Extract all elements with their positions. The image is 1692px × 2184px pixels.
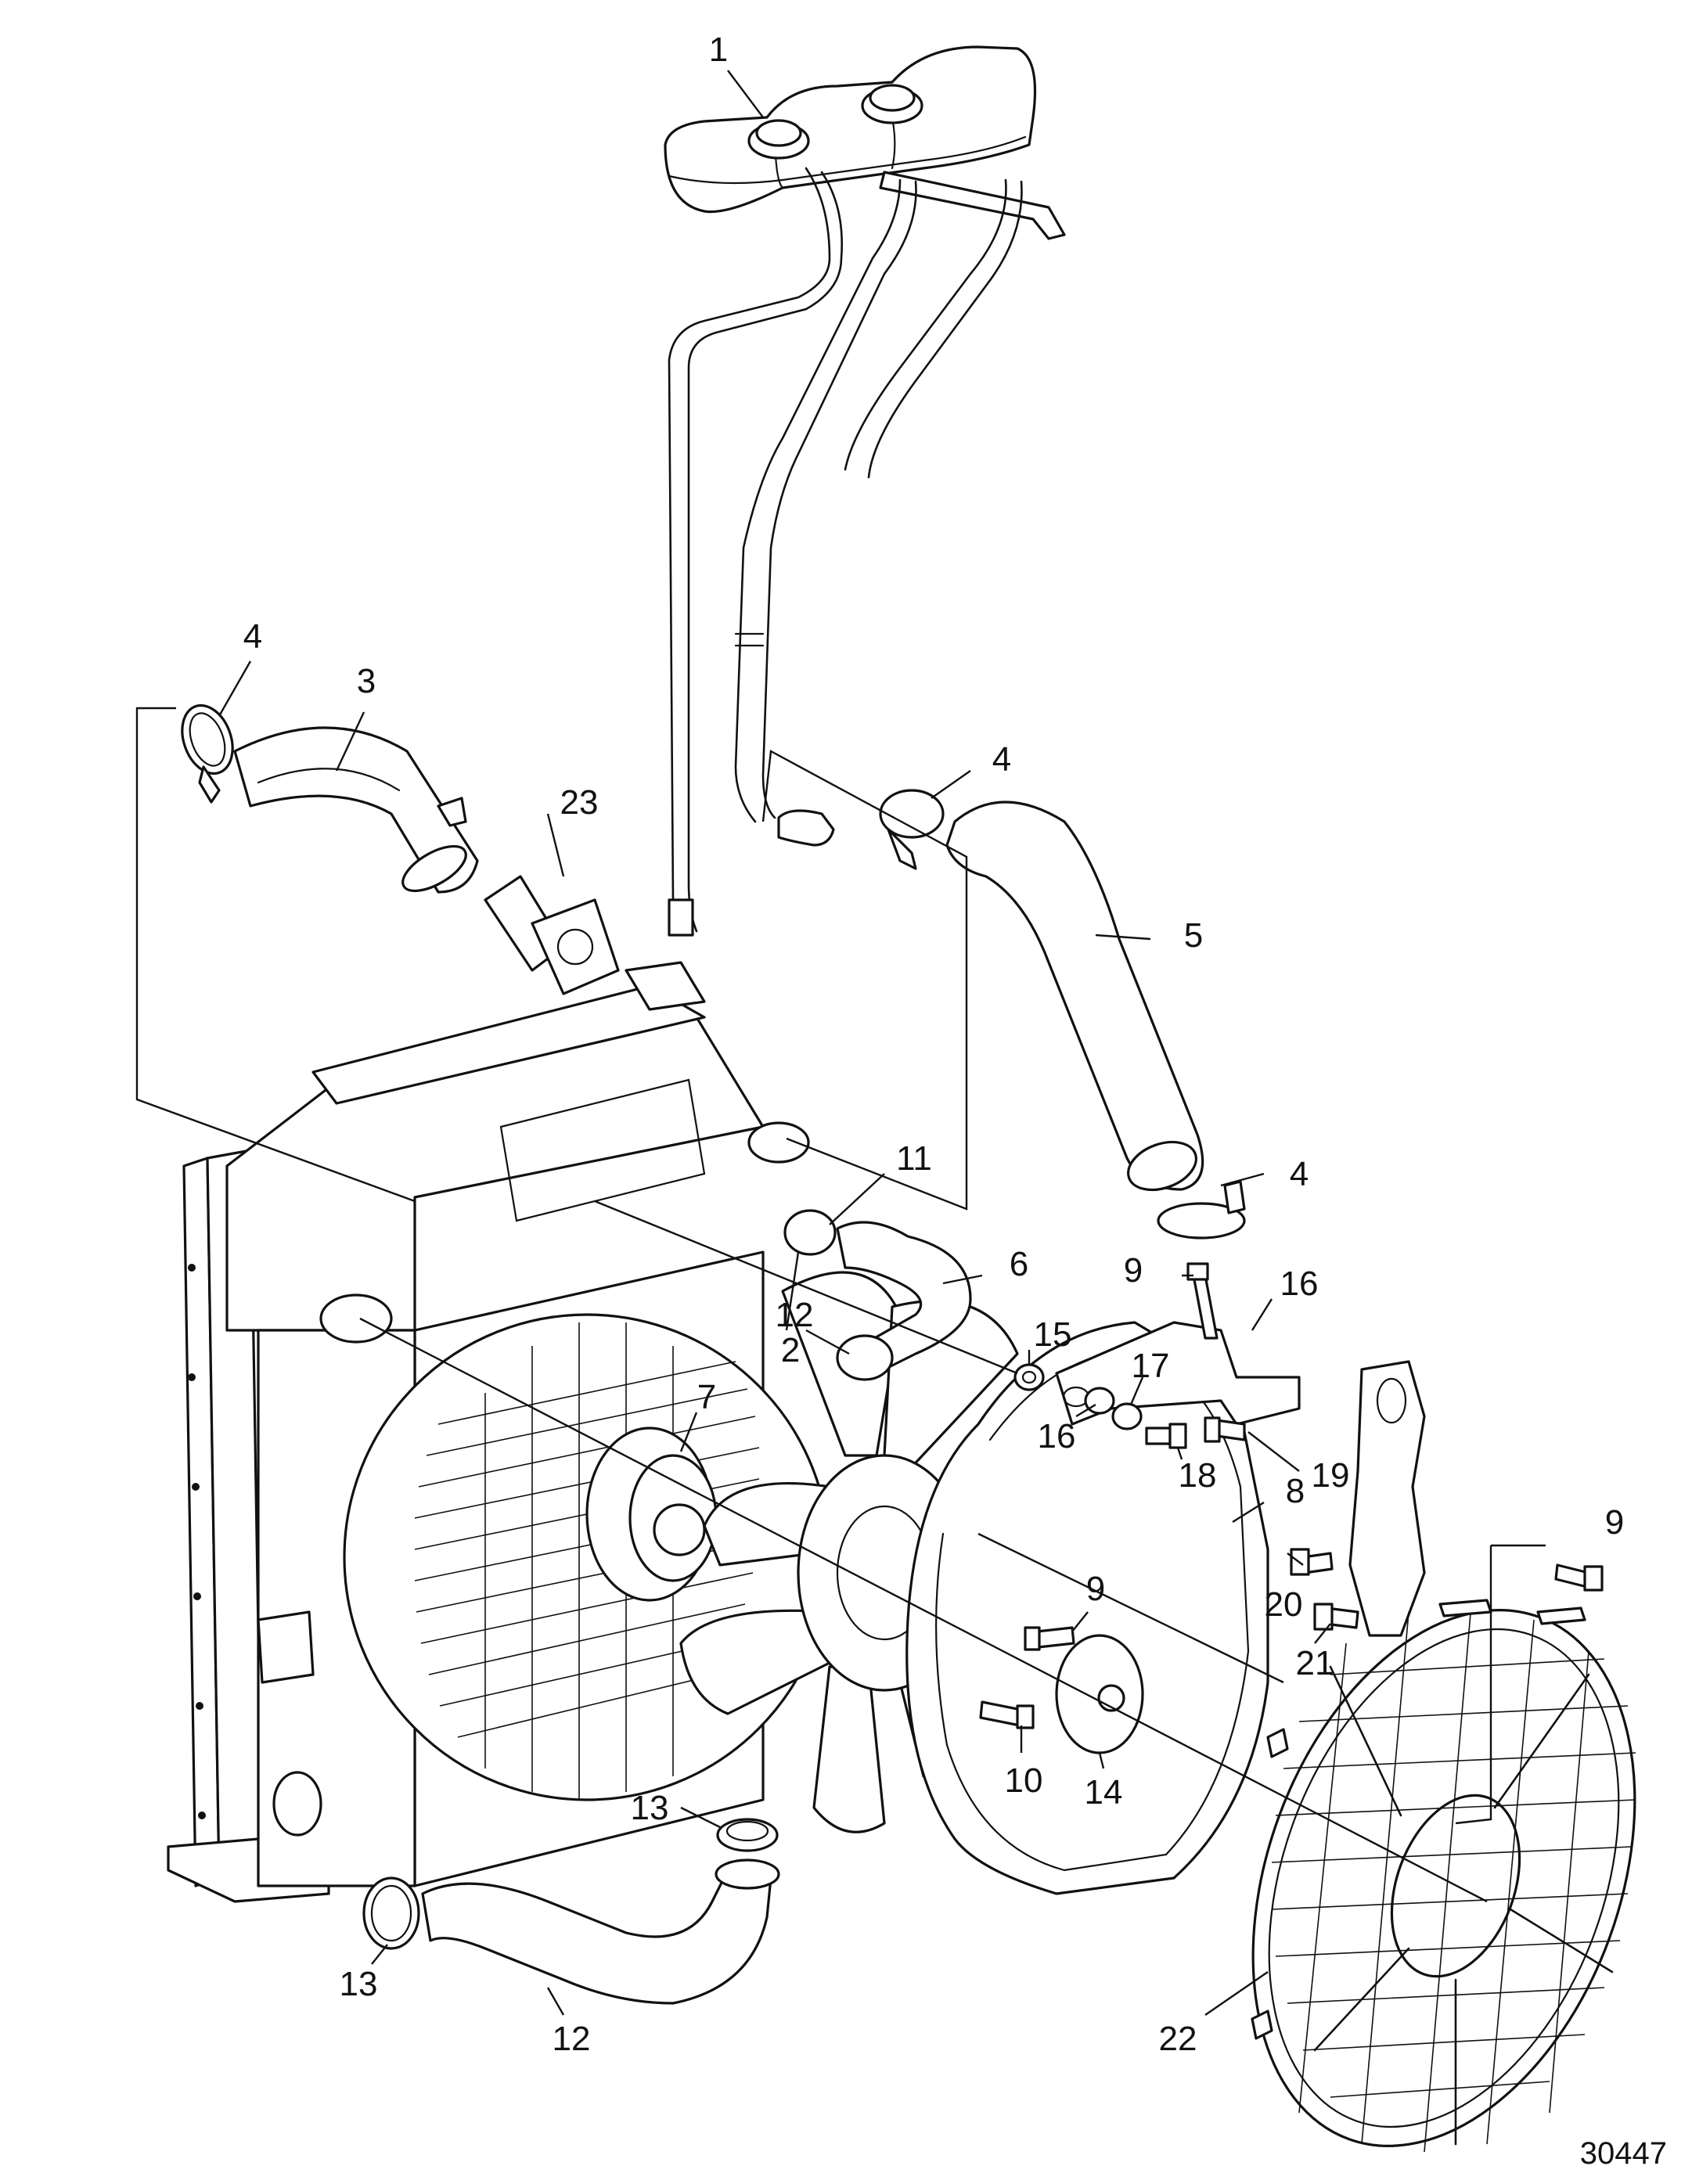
callout-9-hub: 9 — [1086, 1570, 1105, 1608]
hub-bolt-upper — [1024, 1626, 1075, 1651]
callout-5: 5 — [1184, 916, 1203, 955]
callout-14: 14 — [1085, 1773, 1123, 1812]
bypass-hose — [836, 1221, 972, 1379]
callout-2: 2 — [781, 1331, 800, 1369]
bolt-9-right — [1554, 1563, 1604, 1592]
hub-bolt-lower — [979, 1700, 1035, 1729]
bolt-19 — [1204, 1416, 1246, 1443]
washer-16 — [1084, 1387, 1115, 1415]
callout-12-upper: 12 — [776, 1296, 814, 1334]
lower-radiator-hose — [421, 1858, 780, 2005]
fan-guard-mesh — [1271, 1603, 1636, 2153]
upper-radiator-hose — [233, 726, 479, 894]
thermostat-adapter — [484, 875, 620, 995]
callout-4-upper-left: 4 — [243, 617, 262, 656]
callout-leaders — [218, 70, 1331, 2016]
callout-3: 3 — [357, 662, 376, 700]
callout-9-top: 9 — [1124, 1251, 1143, 1290]
hose-clamp-12-upper — [836, 1334, 894, 1381]
callout-8: 8 — [1286, 1472, 1305, 1510]
callout-22: 22 — [1159, 2020, 1197, 2058]
callout-9-right: 9 — [1605, 1503, 1624, 1542]
callout-7: 7 — [697, 1378, 716, 1416]
lower-return-hose — [945, 801, 1204, 1192]
fan-hub-spacer — [1055, 1634, 1144, 1754]
washer-17 — [1111, 1402, 1143, 1430]
radiator-assembly — [167, 961, 831, 1903]
callout-10: 10 — [1005, 1761, 1043, 1800]
hose-clamp-5-top — [879, 789, 945, 870]
side-mount-bracket — [1348, 1360, 1426, 1637]
hose-clamp-13-right — [716, 1818, 779, 1852]
callout-21: 21 — [1296, 1644, 1334, 1682]
callout-11: 11 — [896, 1139, 932, 1178]
hose-clamp-13-left — [362, 1876, 420, 1950]
hose-clamp-5-bottom — [1157, 1180, 1246, 1240]
callout-4-right: 4 — [1290, 1155, 1309, 1193]
callout-13-left: 13 — [340, 1965, 378, 2003]
hose-clamp-upper-left — [181, 703, 234, 804]
callout-16-bracket: 16 — [1280, 1265, 1319, 1303]
hose-clamp-11 — [783, 1209, 837, 1256]
callout-6: 6 — [1010, 1245, 1028, 1283]
callout-20: 20 — [1265, 1585, 1303, 1624]
callout-16-washer: 16 — [1038, 1417, 1076, 1455]
callout-23: 23 — [560, 783, 599, 822]
assembly-lines — [135, 707, 1546, 1903]
callout-18: 18 — [1179, 1456, 1217, 1495]
hose-clamp-upper-right — [401, 797, 467, 892]
callout-12-lower: 12 — [553, 2020, 591, 2058]
callout-19: 19 — [1312, 1456, 1350, 1495]
callout-1: 1 — [709, 31, 728, 69]
figure-id: 30447 — [1580, 2136, 1667, 2171]
washer-15 — [1013, 1363, 1045, 1391]
expansion-tank — [664, 45, 1066, 937]
bolt-21 — [1313, 1603, 1359, 1631]
fan-pulley — [585, 1427, 718, 1602]
callout-15: 15 — [1034, 1315, 1072, 1354]
callout-labels: 1 2 3 4 4 4 5 6 7 8 9 9 9 10 11 12 12 13… — [243, 31, 1624, 2058]
callout-13-right: 13 — [631, 1789, 669, 1827]
bolt-18 — [1145, 1423, 1187, 1449]
callout-17: 17 — [1132, 1347, 1170, 1385]
callout-4-middle: 4 — [992, 740, 1011, 779]
